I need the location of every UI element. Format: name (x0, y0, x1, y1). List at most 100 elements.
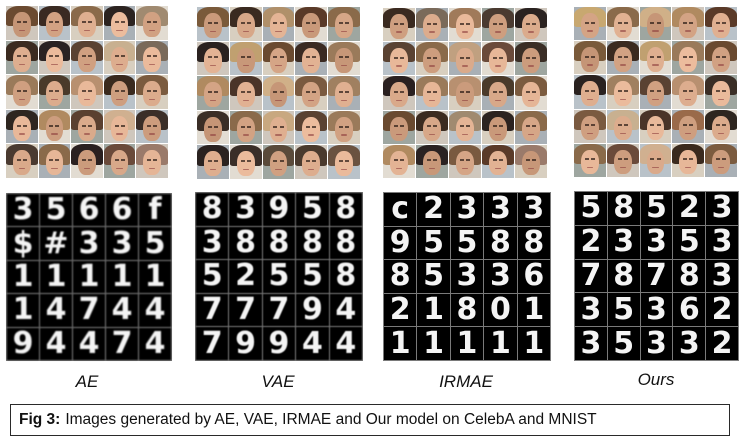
mnist-digit: 3 (484, 260, 517, 293)
mnist-digit: 3 (484, 193, 517, 226)
mnist-digit: 9 (7, 327, 39, 360)
mnist-digit: 1 (517, 293, 550, 327)
mnist-digit: 3 (706, 225, 738, 259)
face-thumbnail (482, 76, 514, 110)
mnist-digit: 1 (384, 327, 417, 360)
face-thumbnail (103, 6, 136, 40)
face-thumbnail (71, 75, 103, 109)
face-thumbnail (705, 75, 737, 109)
mnist-digit: 2 (229, 260, 262, 293)
mnist-digit: 8 (384, 260, 417, 293)
vae-label: VAE (261, 372, 295, 391)
face-thumbnail (574, 143, 606, 177)
mnist-digit: 1 (139, 260, 171, 294)
face-thumbnail (295, 41, 328, 76)
mnist-digit: 4 (329, 327, 362, 360)
mnist-digit: 5 (607, 327, 640, 360)
face-thumbnail (328, 7, 360, 41)
mnist-digit: 7 (106, 327, 138, 360)
mnist-digit: 8 (329, 193, 362, 226)
face-thumbnail (515, 144, 547, 178)
face-thumbnail (103, 75, 136, 109)
mnist-digit: 4 (106, 294, 138, 327)
face-thumbnail (295, 7, 328, 41)
face-thumbnail (672, 143, 705, 177)
face-thumbnail (383, 42, 415, 76)
face-thumbnail (449, 8, 481, 42)
mnist-digit: 2 (706, 327, 738, 360)
face-thumbnail (482, 144, 514, 178)
vae-celeba-grid (197, 7, 360, 179)
face-thumbnail (6, 75, 38, 109)
face-thumbnail (262, 41, 295, 76)
face-thumbnail (38, 75, 71, 109)
mnist-digit: 4 (139, 327, 171, 360)
face-thumbnail (136, 40, 168, 75)
face-thumbnail (515, 42, 547, 76)
mnist-digit: 3 (607, 225, 640, 259)
face-thumbnail (229, 145, 262, 179)
mnist-digit: 7 (73, 294, 105, 327)
face-thumbnail (482, 110, 514, 144)
face-thumbnail (606, 41, 639, 75)
face-thumbnail (197, 145, 229, 179)
irmae-label: IRMAE (439, 372, 493, 391)
face-thumbnail (6, 109, 38, 144)
face-thumbnail (328, 110, 360, 145)
face-thumbnail (672, 41, 705, 75)
face-thumbnail (136, 144, 168, 178)
mnist-digit: 4 (329, 293, 362, 327)
mnist-digit: 8 (329, 226, 362, 260)
mnist-digit: 6 (517, 260, 550, 293)
mnist-digit: 6 (673, 293, 706, 327)
face-thumbnail (6, 144, 38, 178)
mnist-digit: 7 (575, 259, 607, 293)
face-thumbnail (482, 8, 514, 42)
mnist-digit: 4 (296, 327, 329, 360)
mnist-digit: 5 (196, 260, 229, 293)
face-thumbnail (574, 7, 606, 41)
mnist-digit: 5 (417, 226, 450, 260)
face-thumbnail (295, 76, 328, 110)
face-thumbnail (672, 109, 705, 143)
mnist-digit: 3 (517, 193, 550, 226)
face-thumbnail (295, 145, 328, 179)
face-thumbnail (136, 109, 168, 144)
mnist-digit: 3 (640, 327, 673, 360)
face-thumbnail (71, 40, 103, 75)
mnist-digit: 1 (7, 294, 39, 327)
ae-label: AE (75, 372, 99, 391)
mnist-digit: 7 (262, 293, 296, 327)
mnist-digit: 3 (673, 327, 706, 360)
mnist-digit: 5 (575, 192, 607, 225)
face-thumbnail (229, 7, 262, 41)
face-thumbnail (416, 144, 448, 178)
mnist-digit: 3 (73, 227, 105, 260)
mnist-digit: f (139, 194, 171, 227)
mnist-digit: 4 (73, 327, 105, 360)
mnist-digit: 3 (229, 193, 262, 226)
face-thumbnail (383, 110, 415, 144)
face-thumbnail (574, 109, 606, 143)
irmae-celeba-grid (383, 8, 547, 178)
mnist-digit: 1 (484, 327, 517, 360)
face-thumbnail (449, 144, 481, 178)
mnist-digit: 8 (484, 226, 517, 260)
face-thumbnail (328, 145, 360, 179)
mnist-digit: 5 (139, 227, 171, 260)
mnist-digit: 8 (262, 226, 296, 260)
face-thumbnail (136, 75, 168, 109)
face-thumbnail (197, 110, 229, 145)
face-thumbnail (383, 76, 415, 110)
face-thumbnail (103, 40, 136, 75)
face-thumbnail (449, 76, 481, 110)
mnist-digit: 3 (706, 192, 738, 225)
mnist-digit: 5 (296, 260, 329, 293)
mnist-digit: 8 (607, 192, 640, 225)
mnist-digit: 8 (673, 259, 706, 293)
face-thumbnail (606, 75, 639, 109)
face-thumbnail (515, 8, 547, 42)
mnist-digit: 8 (450, 293, 484, 327)
mnist-digit: 1 (417, 293, 450, 327)
